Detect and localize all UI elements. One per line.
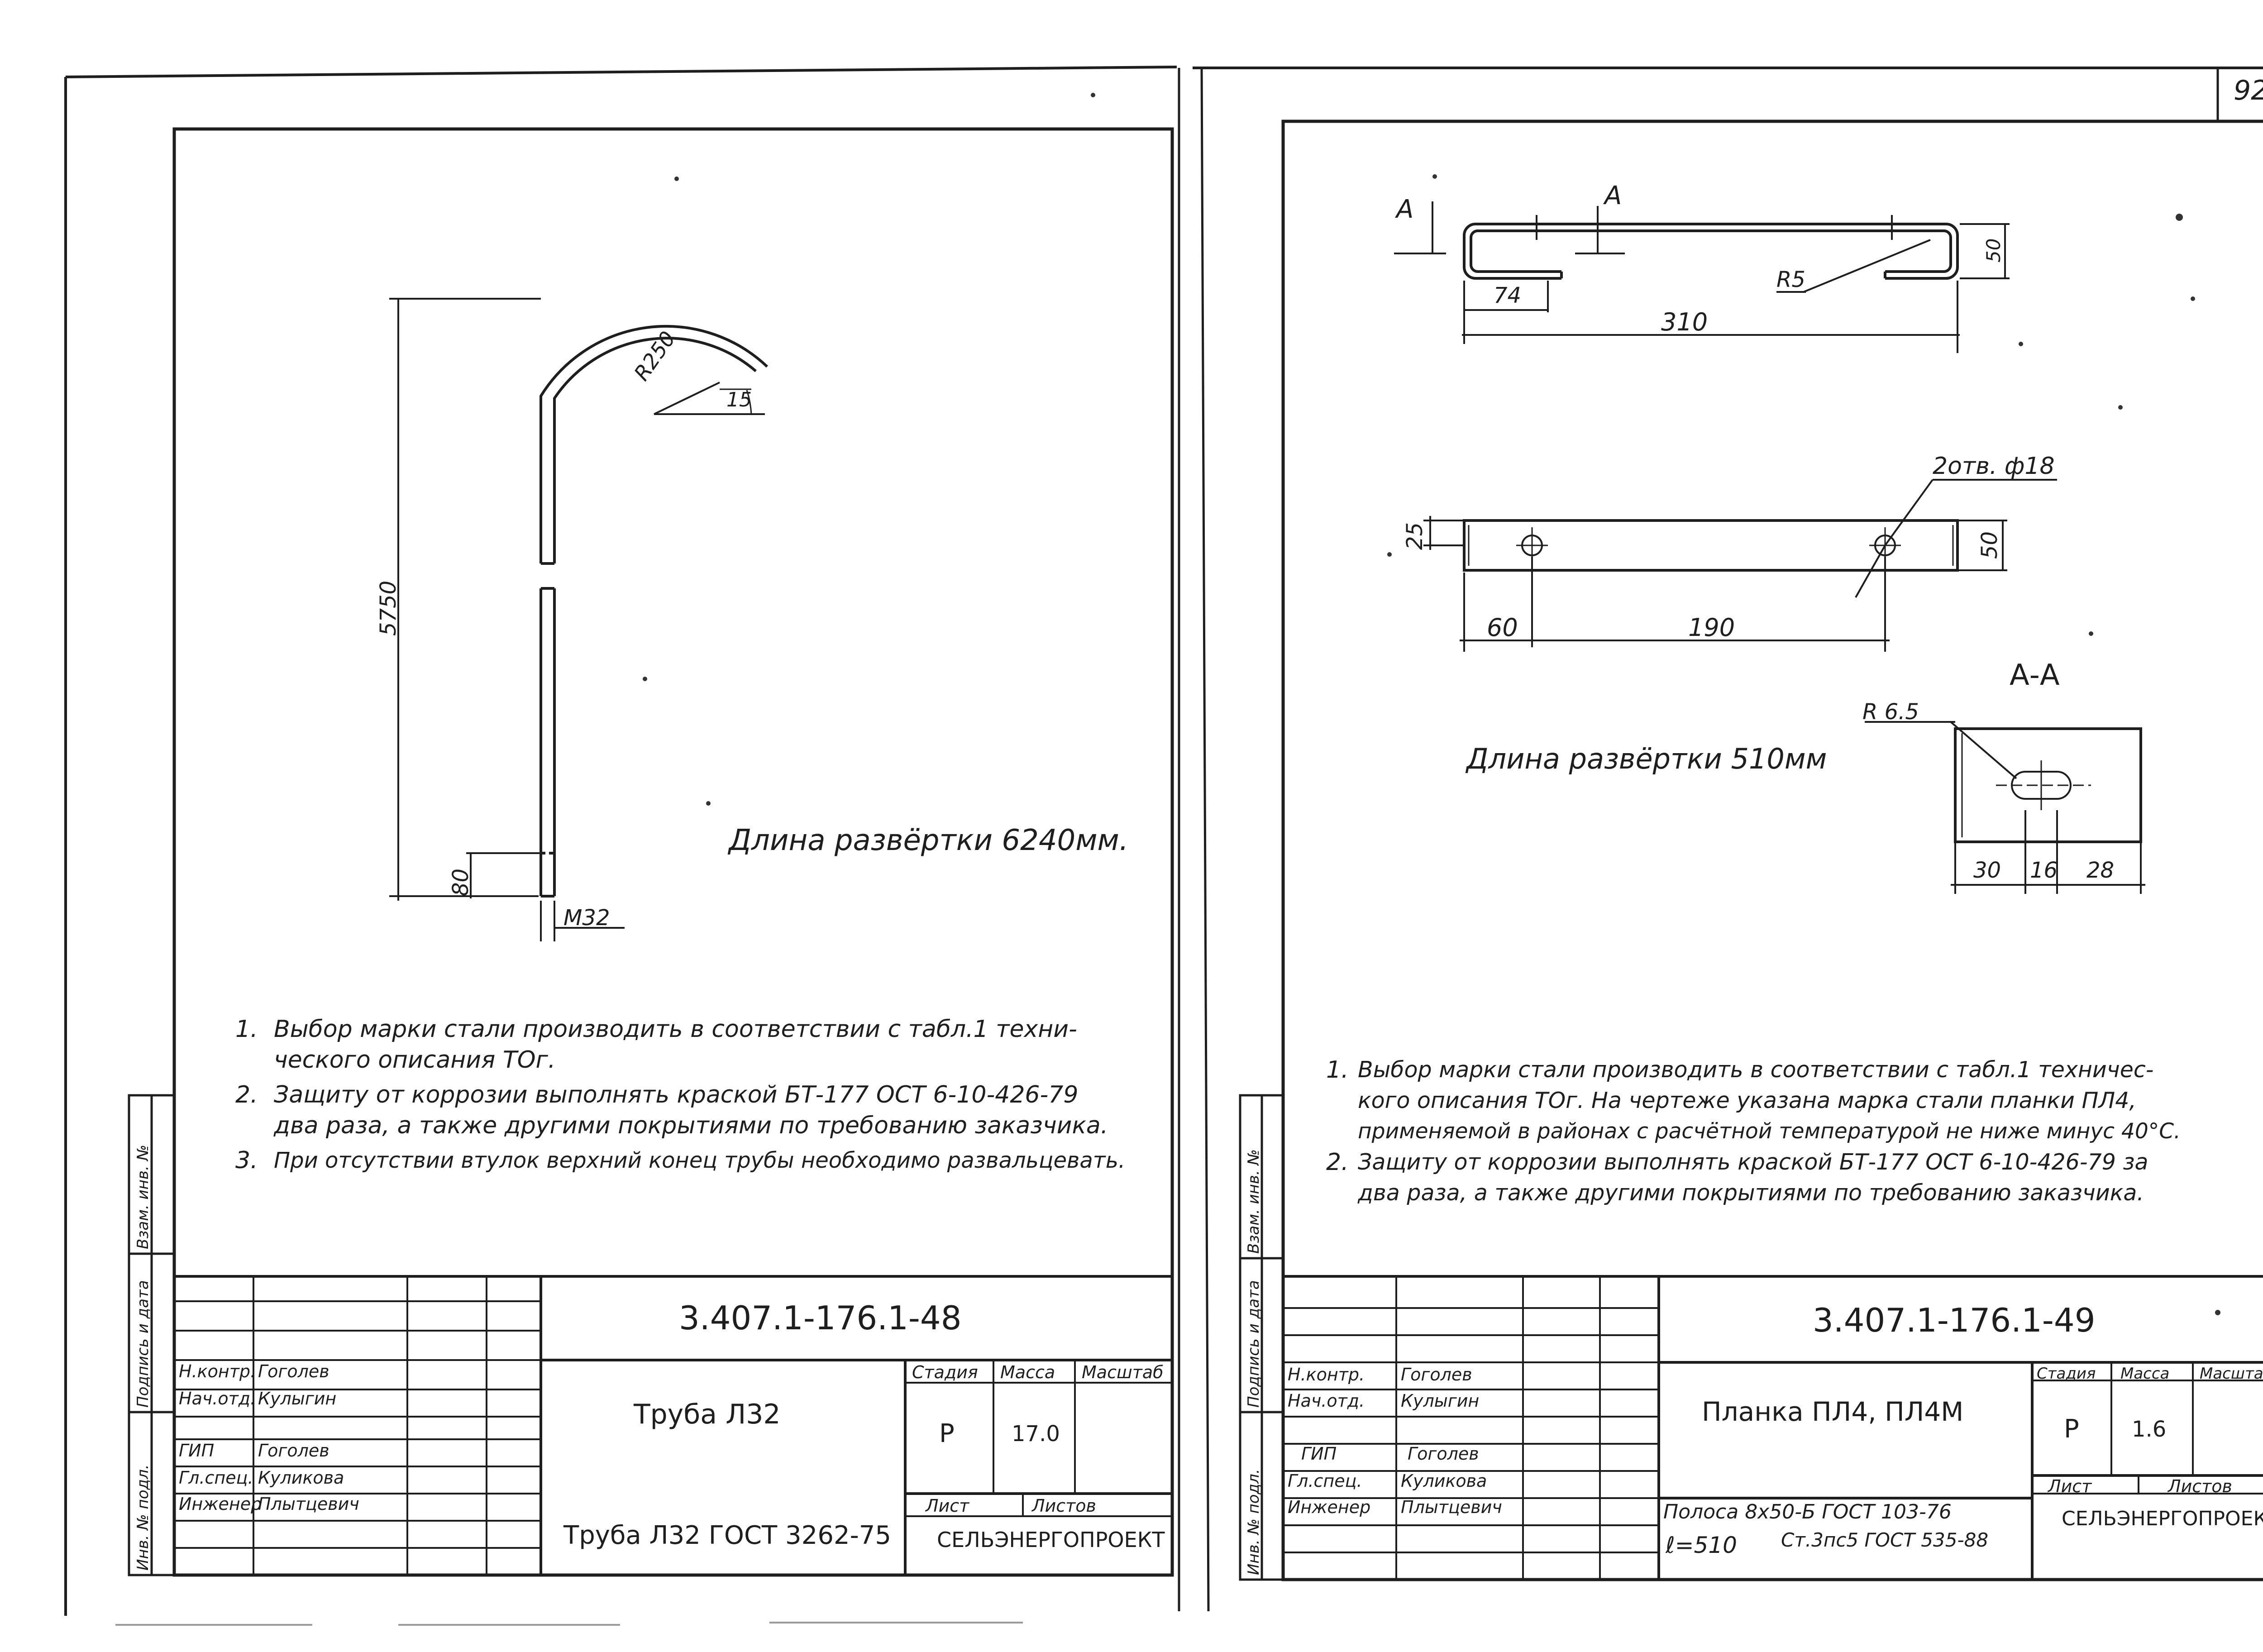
drawing-code: 3.407.1-176.1-48 [679, 1299, 962, 1337]
role: Гл.спец. [1288, 1471, 1362, 1491]
stage-header-right: Стадия [2037, 1365, 2096, 1383]
side-label: Инв. № подл. [1245, 1469, 1263, 1575]
dim-thread-length: 80 [448, 868, 473, 896]
dim-50-plan: 50 [1977, 531, 2002, 559]
person: Гоголев [1408, 1444, 1479, 1464]
note-number: 2. [1326, 1149, 1349, 1176]
person: Гоголев [1401, 1365, 1472, 1385]
development-length: Длина развёртки 6240мм. [729, 824, 1129, 857]
note-number: 2. [235, 1081, 258, 1108]
dim-r5: R5 [1776, 267, 1805, 292]
note-line: Защиту от коррозии выполнять краской БТ-… [274, 1081, 1079, 1108]
dim-28: 28 [2086, 858, 2115, 883]
note-number: 1. [1326, 1056, 1349, 1084]
organization: СЕЛЬЭНЕРГОПРОЕКТ [937, 1528, 1165, 1552]
note-line: ческого описания ТОг. [274, 1046, 556, 1074]
organization-right: СЕЛЬЭНЕРГОПРОЕКТ [2062, 1507, 2263, 1530]
role: ГИП [1301, 1444, 1337, 1464]
person: Плытцевич [258, 1494, 359, 1514]
section-mark-left: А [1396, 195, 1414, 224]
section-title: А-А [2010, 659, 2060, 692]
dim-50-top: 50 [1982, 238, 2005, 263]
note-line: два раза, а также другими покрытиями по … [274, 1112, 1108, 1139]
sheet-header: Лист [926, 1496, 969, 1516]
role: Нач.отд. [1288, 1391, 1365, 1411]
note-line: Выбор марки стали производить в соответс… [274, 1016, 1077, 1043]
role: Нач.отд. [179, 1389, 256, 1408]
person: Гоголев [258, 1441, 329, 1461]
person: Куликова [258, 1468, 344, 1488]
person: Куликова [1401, 1471, 1487, 1491]
side-label: Инв. № подл. [134, 1464, 152, 1571]
role: ГИП [179, 1441, 215, 1461]
note-line: При отсутствии втулок верхний конец труб… [274, 1148, 1126, 1173]
mass-header: Масса [1000, 1362, 1055, 1382]
dim-30: 30 [1973, 858, 2001, 883]
role: Гл.спец. [179, 1468, 253, 1488]
section-mark-right: А [1604, 181, 1622, 210]
dim-thread: M32 [563, 905, 610, 931]
person: Кулыгин [1401, 1391, 1480, 1411]
sheets-header: Листов [1032, 1496, 1096, 1516]
role: Н.контр. [179, 1361, 256, 1381]
role: Н.контр. [1288, 1365, 1365, 1385]
person: Плытцевич [1401, 1497, 1502, 1517]
note-line: Выбор марки стали производить в соответс… [1358, 1057, 2154, 1083]
page-number: 92 [2234, 75, 2263, 106]
stage-value: Р [939, 1419, 955, 1448]
dim-60: 60 [1487, 613, 1518, 642]
dim-310: 310 [1661, 308, 1708, 336]
role: Инженер [1288, 1497, 1371, 1517]
note-line: применяемой в районах с расчётной темпер… [1358, 1119, 2181, 1144]
person: Гоголев [258, 1361, 329, 1381]
part-material-a: Полоса 8х50-Б ГОСТ 103-76 [1663, 1500, 1952, 1523]
side-label: Взам. инв. № [1245, 1149, 1263, 1254]
note-line: Защиту от коррозии выполнять краской БТ-… [1358, 1149, 2148, 1175]
note-line: два раза, а также другими покрытиями по … [1358, 1180, 2144, 1206]
part-length: ℓ=510 [1666, 1532, 1737, 1558]
sheets-header-right: Листов [2168, 1476, 2232, 1496]
sheet-header-right: Лист [2048, 1476, 2092, 1496]
stage-value-right: Р [2064, 1414, 2079, 1444]
drawing-code-right: 3.407.1-176.1-49 [1813, 1301, 2096, 1339]
holes-callout: 2отв. ф18 [1933, 453, 2055, 480]
dim-angle: 15 [726, 388, 752, 411]
part-name-right: Планка ПЛ4, ПЛ4М [1702, 1396, 1964, 1427]
side-label: Взам. инв. № [134, 1145, 152, 1249]
section-radius: R 6.5 [1862, 699, 1919, 725]
dim-16: 16 [2030, 858, 2058, 883]
part-material: Труба Л32 ГОСТ 3262-75 [563, 1521, 892, 1550]
note-number: 1. [235, 1016, 258, 1043]
scale-header: Масштаб [1082, 1362, 1164, 1382]
mass-header-right: Масса [2120, 1365, 2170, 1383]
note-number: 3. [235, 1147, 258, 1174]
dim-length: 5750 [376, 580, 401, 636]
scale-header-right: Масштаб [2200, 1365, 2263, 1383]
part-material-b: Ст.3пс5 ГОСТ 535-88 [1781, 1529, 1989, 1551]
mass-value-right: 1.6 [2132, 1417, 2167, 1442]
note-line: кого описания ТОг. На чертеже указана ма… [1358, 1088, 2137, 1113]
stage-header: Стадия [912, 1362, 978, 1382]
person: Кулыгин [258, 1389, 337, 1408]
side-label: Подпись и дата [134, 1280, 152, 1408]
part-name: Труба Л32 [634, 1399, 781, 1430]
side-label: Подпись и дата [1245, 1280, 1263, 1408]
dim-74: 74 [1494, 283, 1522, 308]
dim-190: 190 [1688, 613, 1735, 642]
role: Инженер [179, 1494, 262, 1514]
development-length-right: Длина развёртки 510мм [1466, 742, 1827, 775]
mass-value: 17.0 [1012, 1421, 1060, 1447]
dim-25: 25 [1402, 522, 1428, 550]
